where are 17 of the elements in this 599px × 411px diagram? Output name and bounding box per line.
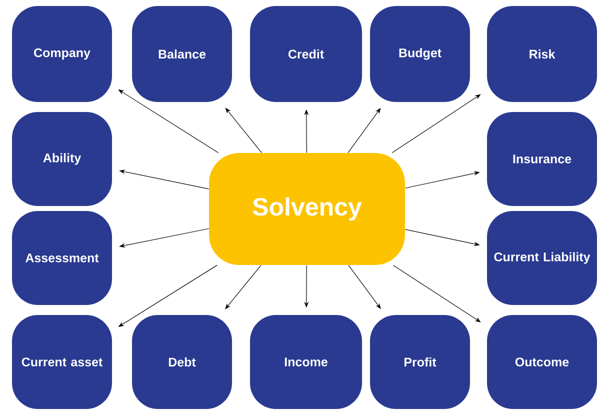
topic-box: Company	[12, 6, 112, 102]
central-box: Solvency	[209, 153, 405, 265]
topic-box: Insurance	[487, 112, 597, 206]
topic-box: Ability	[12, 112, 112, 206]
topic-box: Current Liability	[487, 211, 597, 305]
topic-box: Income	[250, 315, 362, 409]
topic-box: Current asset	[12, 315, 112, 409]
topic-box: Credit	[250, 6, 362, 102]
topic-box: Budget	[370, 6, 470, 102]
topic-box: Assessment	[12, 211, 112, 305]
arrow	[392, 264, 481, 322]
topic-box: Debt	[132, 315, 232, 409]
topic-box: Risk	[487, 6, 597, 102]
topic-box: Profit	[370, 315, 470, 409]
topic-box: Balance	[132, 6, 232, 102]
topic-box: Outcome	[487, 315, 597, 409]
arrow	[392, 94, 481, 154]
